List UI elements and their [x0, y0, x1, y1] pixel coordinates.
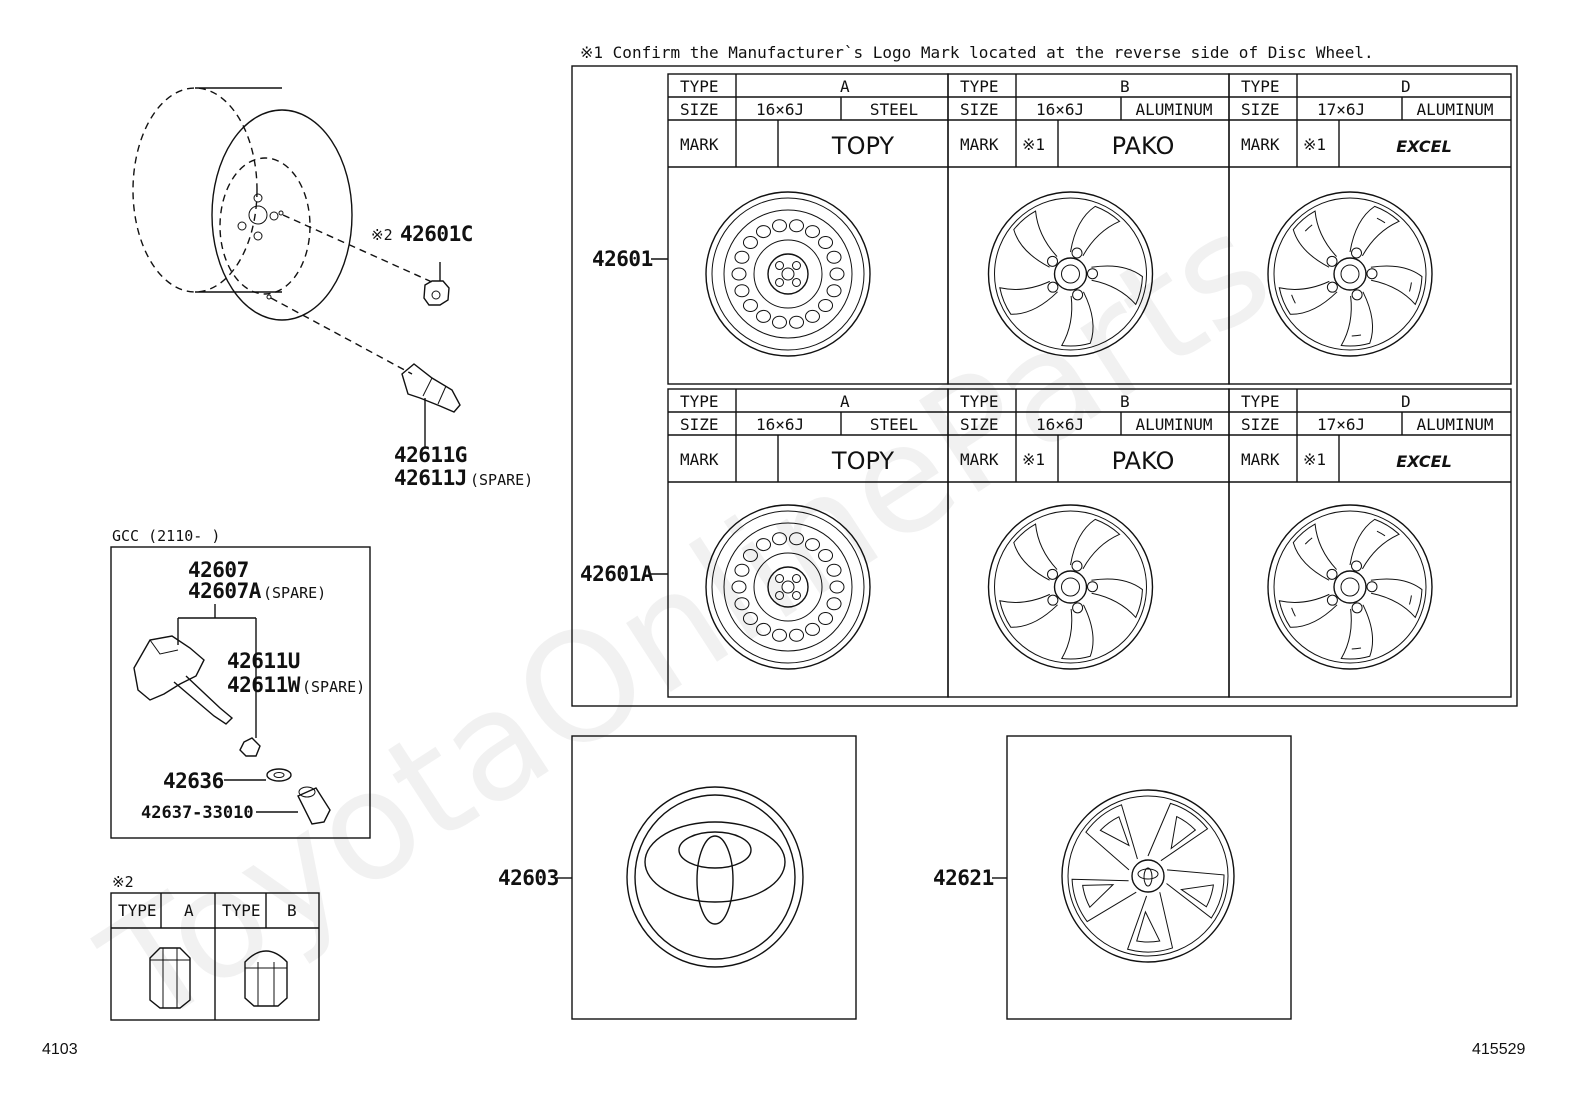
wheel-type-value: A — [840, 392, 850, 411]
manufacturer-mark: PAKO — [1112, 132, 1175, 160]
mark-label: MARK — [1241, 450, 1280, 469]
manufacturer-mark: PAKO — [1112, 447, 1175, 475]
part-42603[interactable]: 42603 — [498, 866, 559, 890]
wheel-type-cell: TYPE D SIZE 17×6J ALUMINUM MARK ※1 EXCEL — [1228, 73, 1512, 385]
size-label: SIZE — [960, 100, 999, 119]
nut-type-b-icon — [244, 950, 288, 1007]
part-42611U[interactable]: 42611U — [227, 649, 300, 673]
wheel-type-value: D — [1401, 392, 1411, 411]
mark-label: MARK — [960, 450, 999, 469]
type-label: TYPE — [960, 77, 999, 96]
mark-label: MARK — [680, 450, 719, 469]
mark-ref: ※1 — [1303, 135, 1326, 154]
nut-ref-mark: ※2 — [371, 226, 393, 244]
type-label: TYPE — [680, 392, 719, 411]
wheel-type-value: A — [840, 77, 850, 96]
spare-suffix: (SPARE) — [263, 584, 326, 602]
part-42611J[interactable]: 42611J — [394, 466, 467, 490]
leader-42607 — [177, 604, 257, 738]
part-42607[interactable]: 42607 — [188, 558, 249, 582]
wheel-material-value: ALUMINUM — [1135, 100, 1212, 119]
gcc-box — [110, 546, 371, 839]
type-label: TYPE — [1241, 77, 1280, 96]
type-label: TYPE — [960, 392, 999, 411]
wheel-size-value: 17×6J — [1317, 100, 1365, 119]
size-label: SIZE — [1241, 415, 1280, 434]
part-42637-33010[interactable]: 42637-33010 — [141, 803, 254, 823]
toyota-emblem-icon — [626, 786, 804, 968]
nut-type-a: A — [184, 901, 194, 920]
wheel-type-cell: TYPE D SIZE 17×6J ALUMINUM MARK ※1 EXCEL — [1228, 388, 1512, 698]
nut-type-label-b: TYPE — [222, 901, 261, 920]
wheel-size-value: 16×6J — [1036, 100, 1084, 119]
part-42611G[interactable]: 42611G — [394, 443, 467, 467]
mark-label: MARK — [960, 135, 999, 154]
steel-wheel-icon — [705, 191, 871, 357]
mark-ref: ※1 — [1303, 450, 1326, 469]
alloy-wheel-icon — [1267, 504, 1433, 670]
steel-wheel-icon — [705, 504, 871, 670]
size-label: SIZE — [680, 100, 719, 119]
footer-left: 4103 — [42, 1041, 78, 1058]
wheel-material-value: STEEL — [870, 100, 918, 119]
wheel-material-value: ALUMINUM — [1135, 415, 1212, 434]
alloy-wheel-icon — [987, 191, 1154, 357]
manufacturer-mark: TOPY — [831, 132, 894, 160]
nut-type-b: B — [287, 901, 297, 920]
wheel-material-value: ALUMINUM — [1416, 415, 1493, 434]
type-label: TYPE — [680, 77, 719, 96]
nut-types-title: ※2 — [112, 873, 134, 891]
wheel-type-cell: TYPE B SIZE 16×6J ALUMINUM MARK ※1 PAKO — [947, 73, 1230, 385]
wheel-type-tables: TYPE A SIZE 16×6J STEEL MARK TOPY TYPE B SIZE 16×6… — [667, 73, 1512, 698]
wheel-cap-box — [1006, 735, 1292, 1020]
disc-wheel-drawing — [132, 87, 433, 375]
wheel-type-value: D — [1401, 77, 1411, 96]
size-label: SIZE — [960, 415, 999, 434]
part-42601C[interactable]: 42601C — [400, 222, 473, 246]
part-42601[interactable]: 42601 — [592, 247, 653, 271]
logo-mark-note: ※1 Confirm the Manufacturer`s Logo Mark … — [580, 43, 1374, 62]
size-label: SIZE — [1241, 100, 1280, 119]
wheel-size-value: 17×6J — [1317, 415, 1365, 434]
wheel-type-value: B — [1120, 392, 1130, 411]
size-label: SIZE — [680, 415, 719, 434]
valve-stem-icon — [401, 363, 461, 448]
mark-ref: ※1 — [1022, 450, 1045, 469]
alloy-wheel-icon — [1267, 191, 1433, 357]
alloy-wheel-icon — [987, 504, 1154, 670]
mark-label: MARK — [1241, 135, 1280, 154]
mark-ref: ※1 — [1022, 135, 1045, 154]
wheel-type-cell: TYPE B SIZE 16×6J ALUMINUM MARK ※1 PAKO — [947, 388, 1230, 698]
part-42636[interactable]: 42636 — [163, 769, 224, 793]
hub-nut-icon — [423, 262, 450, 306]
tpms-sensor-icon — [133, 635, 331, 825]
nut-type-a-icon — [149, 947, 191, 1009]
wheel-type-value: B — [1120, 77, 1130, 96]
manufacturer-mark: EXCEL — [1396, 452, 1452, 471]
spare-suffix: (SPARE) — [470, 471, 533, 489]
wheel-material-value: ALUMINUM — [1416, 100, 1493, 119]
spare-suffix: (SPARE) — [302, 678, 365, 696]
wheel-table-frame — [571, 65, 1518, 707]
manufacturer-mark: EXCEL — [1396, 137, 1452, 156]
wheel-material-value: STEEL — [870, 415, 918, 434]
nut-type-label-a: TYPE — [118, 901, 157, 920]
type-label: TYPE — [1241, 392, 1280, 411]
mark-label: MARK — [680, 135, 719, 154]
footer-right: 415529 — [1472, 1041, 1525, 1058]
part-42611W[interactable]: 42611W — [227, 673, 301, 697]
wheel-size-value: 16×6J — [1036, 415, 1084, 434]
wheel-type-cell: TYPE A SIZE 16×6J STEEL MARK TOPY — [667, 388, 949, 698]
part-42621[interactable]: 42621 — [933, 866, 994, 890]
wheel-type-cell: TYPE A SIZE 16×6J STEEL MARK TOPY — [667, 73, 949, 385]
part-42601A[interactable]: 42601A — [580, 562, 654, 586]
wheel-size-value: 16×6J — [756, 415, 804, 434]
gcc-title: GCC (2110- ) — [112, 527, 220, 545]
wheel-cap-icon — [1061, 789, 1235, 963]
wheel-size-value: 16×6J — [756, 100, 804, 119]
part-42607A[interactable]: 42607A — [188, 579, 262, 603]
ornament-box — [571, 735, 857, 1020]
manufacturer-mark: TOPY — [831, 447, 894, 475]
